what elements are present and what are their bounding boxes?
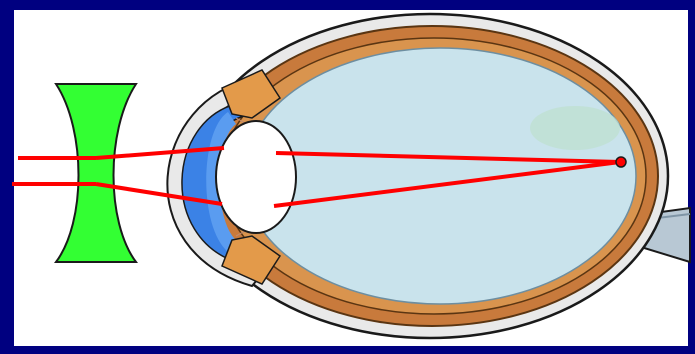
- vitreous-body: [244, 48, 636, 304]
- focal-point: [616, 157, 626, 167]
- macula-shading: [530, 106, 620, 150]
- concave-lens: [56, 84, 136, 262]
- crystalline-lens: [216, 121, 296, 233]
